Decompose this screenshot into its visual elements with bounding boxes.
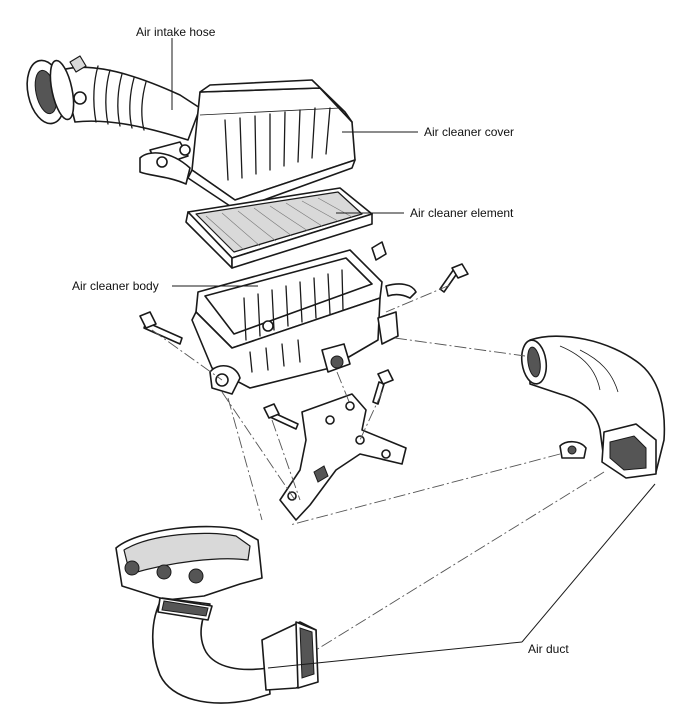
callout-leaders (171, 38, 656, 669)
assembly-lines (151, 284, 605, 651)
label-air-duct: Air duct (528, 642, 569, 656)
air-duct-upper (520, 335, 666, 479)
bolt-left (139, 311, 183, 345)
mounting-bracket (279, 393, 407, 521)
bolt-right-upper (439, 263, 469, 293)
label-air-cleaner-cover: Air cleaner cover (424, 125, 514, 139)
bolt-bracket-left (263, 403, 299, 430)
leader-air-duct-upper (521, 483, 656, 643)
leader-air-duct-lower (267, 641, 523, 669)
label-air-cleaner-body: Air cleaner body (72, 279, 159, 293)
air-cleaner-element (185, 187, 373, 269)
label-air-cleaner-element: Air cleaner element (410, 206, 514, 220)
air-intake-hose (26, 55, 201, 167)
air-cleaner-body (191, 241, 417, 395)
label-air-intake-hose: Air intake hose (136, 25, 216, 39)
air-duct-lower (115, 525, 319, 704)
air-cleaner-cover (139, 79, 356, 211)
bolt-bracket-right (372, 369, 394, 405)
